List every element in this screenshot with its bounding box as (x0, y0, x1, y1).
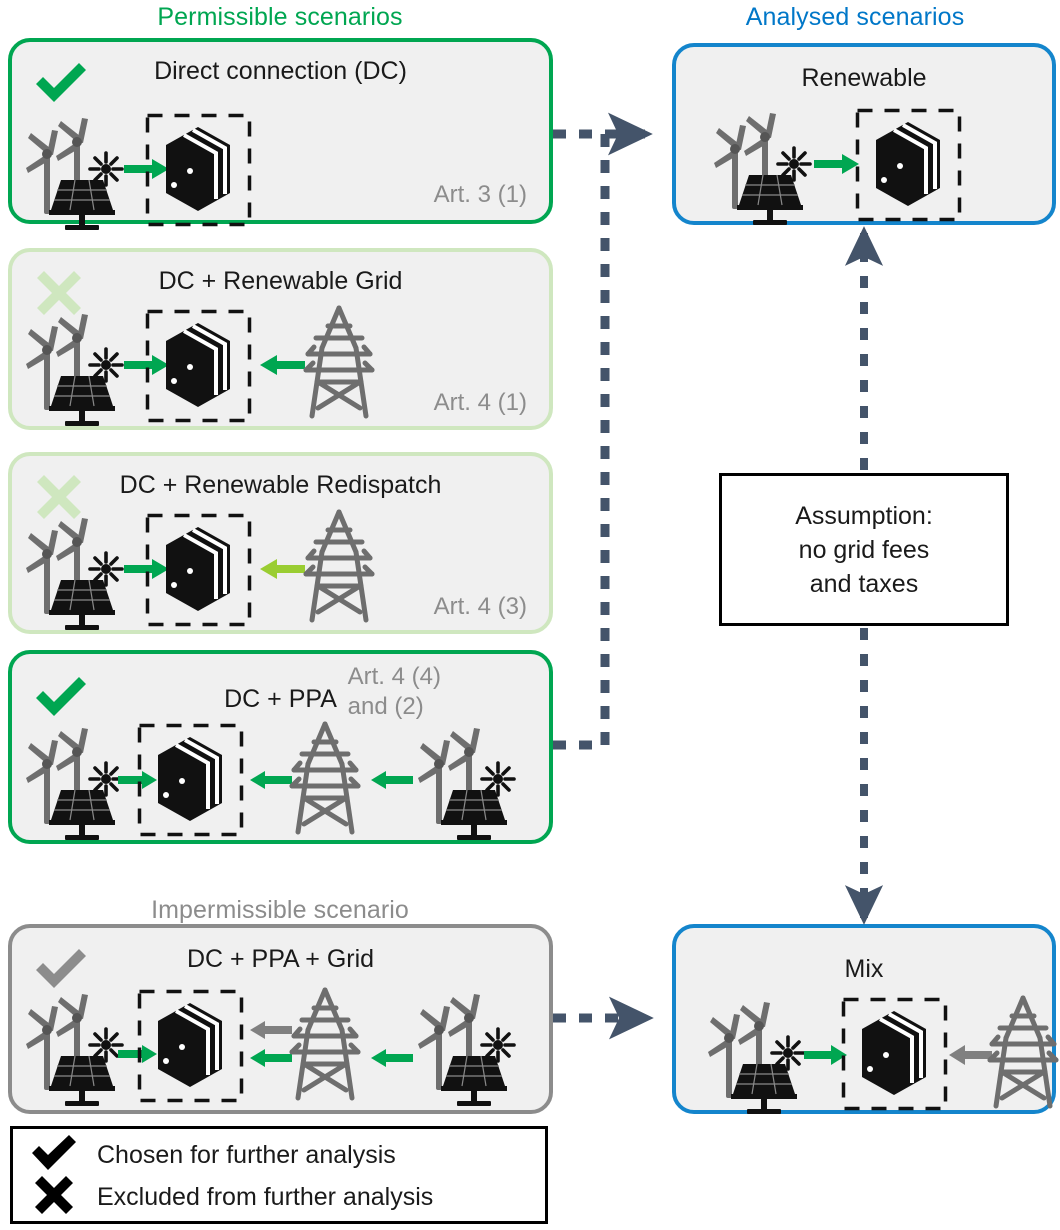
cross-icon (29, 1175, 79, 1220)
card-title: DC + PPA (224, 685, 337, 713)
datacenter-icon (145, 113, 252, 227)
flow-arrow-green-right (124, 158, 170, 180)
flow-arrow-green-left (248, 1048, 292, 1068)
flow-arrow-grey-left (248, 1020, 292, 1040)
card-title: DC + Renewable Grid (158, 267, 403, 295)
datacenter-icon (145, 513, 252, 627)
article-reference: Art. 4 (3) (433, 593, 527, 620)
renewable-source-icon (410, 728, 516, 840)
legend-row-chosen: Chosen for further analysis (29, 1133, 396, 1177)
datacenter-icon (145, 309, 252, 423)
card-direct-connection[interactable]: Direct connection (DC) Art. 3 (1) (8, 38, 553, 230)
flow-arrow-green-left (369, 1048, 413, 1068)
cross-icon (30, 472, 88, 524)
datacenter-icon (841, 997, 948, 1111)
card-title: DC + PPA + Grid (186, 945, 375, 973)
legend-label: Excluded from further analysis (97, 1183, 434, 1211)
renewable-source-icon (18, 314, 124, 426)
datacenter-icon (855, 108, 962, 222)
renewable-source-icon (410, 994, 516, 1106)
renewable-source-icon (700, 1002, 806, 1114)
pylon-icon (987, 994, 1059, 1110)
article-reference: Art. 4 (4) and (2) (347, 663, 441, 720)
connector-dc-ppa-to-renewable (553, 129, 645, 750)
assumption-text: Assumption: no grid fees and taxes (795, 501, 933, 598)
card-renewable[interactable]: Renewable (672, 43, 1056, 225)
check-icon (30, 58, 92, 110)
flow-arrow-olive-left (259, 558, 305, 580)
card-title: DC + Renewable Redispatch (119, 471, 442, 499)
datacenter-icon (137, 989, 244, 1103)
pylon-icon (289, 720, 361, 836)
renewable-source-icon (18, 118, 124, 230)
renewable-source-icon (18, 518, 124, 630)
card-title: Direct connection (DC) (154, 57, 407, 85)
renewable-source-icon (18, 994, 124, 1106)
flow-arrow-green-right (124, 354, 170, 376)
pylon-icon (303, 508, 375, 624)
card-title: Mix (844, 955, 884, 983)
check-icon (29, 1133, 79, 1178)
check-icon (30, 944, 92, 996)
legend-row-excluded: Excluded from further analysis (29, 1175, 433, 1219)
renewable-source-icon (706, 113, 812, 225)
heading-analysed-scenarios: Analysed scenarios (745, 3, 965, 31)
heading-permissible-scenarios: Permissible scenarios (157, 3, 403, 31)
flow-arrow-green-right (118, 1044, 158, 1064)
legend-label: Chosen for further analysis (97, 1141, 396, 1169)
card-title: Renewable (801, 64, 927, 92)
card-dc-ppa[interactable]: DC + PPA Art. 4 (4) and (2) (8, 650, 553, 844)
flow-arrow-green-right (804, 1044, 848, 1066)
card-dc-renewable-grid[interactable]: DC + Renewable Grid Art. 4 (1) (8, 248, 553, 430)
renewable-source-icon (18, 728, 124, 840)
datacenter-icon (137, 723, 244, 837)
flow-arrow-grey-left (948, 1044, 992, 1066)
flow-arrow-green-right (814, 153, 860, 175)
legend-box: Chosen for further analysis Excluded fro… (10, 1126, 548, 1224)
assumption-box: Assumption: no grid fees and taxes (719, 473, 1009, 626)
flow-arrow-green-left (259, 354, 305, 376)
cross-icon (30, 268, 88, 320)
flow-arrow-green-left (369, 770, 413, 790)
card-dc-ppa-grid[interactable]: DC + PPA + Grid (8, 924, 553, 1114)
card-dc-renewable-redispatch[interactable]: DC + Renewable Redispatch Art. 4 (3) (8, 452, 553, 634)
pylon-icon (303, 304, 375, 420)
article-reference: Art. 4 (1) (433, 389, 527, 416)
article-reference: Art. 3 (1) (433, 181, 527, 208)
pylon-icon (289, 986, 361, 1102)
heading-impermissible-scenario: Impermissible scenario (151, 896, 409, 924)
flow-arrow-green-right (118, 770, 158, 790)
check-icon (30, 672, 92, 724)
flow-arrow-green-right (124, 558, 170, 580)
card-mix[interactable]: Mix (672, 924, 1059, 1114)
flow-arrow-green-left (248, 770, 292, 790)
